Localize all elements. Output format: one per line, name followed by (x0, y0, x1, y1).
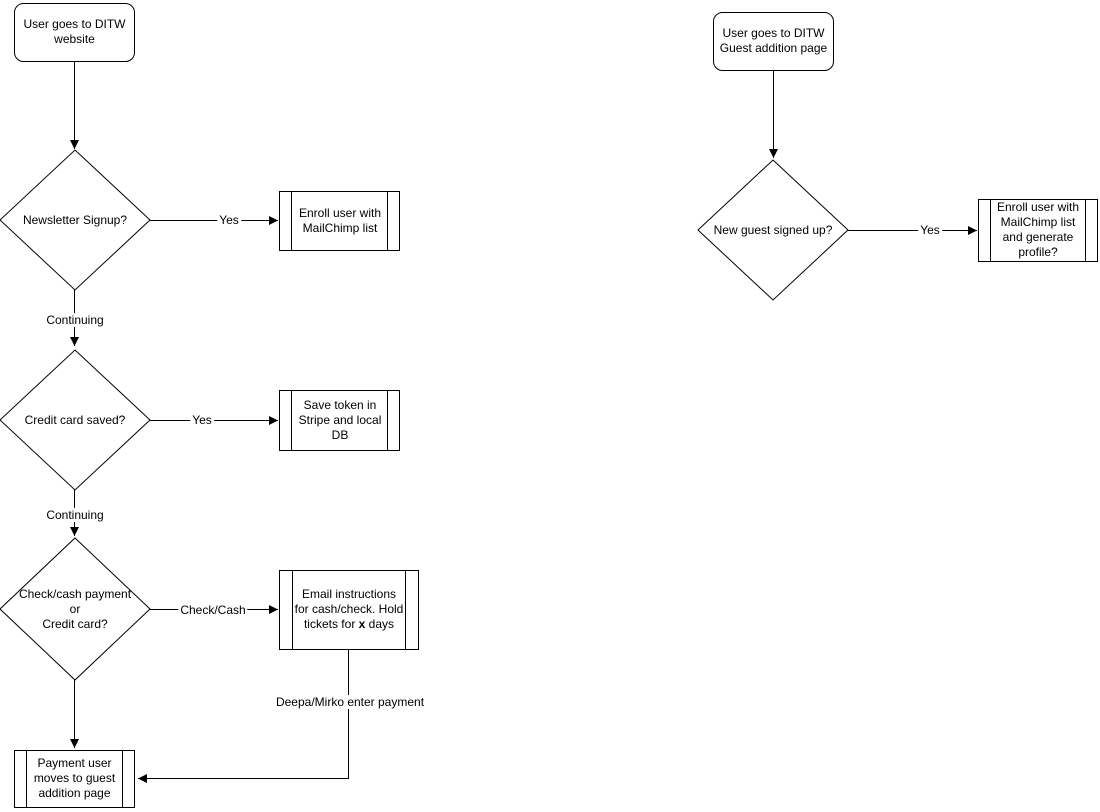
process-payment-user-node (14, 750, 135, 808)
process-enroll-mailchimp-node (279, 191, 400, 251)
decision-newsletter-node (0, 149, 151, 291)
start-website-node (14, 3, 135, 62)
process-save-token-node (279, 390, 400, 451)
decision-new-guest-node (697, 159, 849, 301)
decision-credit-card-node (0, 349, 151, 491)
process-payment-user-bars (26, 750, 123, 808)
process-email-instructions-node (279, 570, 419, 650)
start-guest-page-node (713, 12, 834, 71)
process-save-token-bars (291, 390, 388, 451)
process-email-instructions-bars (292, 570, 406, 650)
process-enroll-mailchimp-bars (291, 191, 388, 251)
edge-deepa-mirko (138, 649, 349, 783)
process-enroll-profile-bars (990, 199, 1086, 262)
process-enroll-profile-node (978, 199, 1098, 262)
decision-payment-type-node (0, 537, 151, 681)
